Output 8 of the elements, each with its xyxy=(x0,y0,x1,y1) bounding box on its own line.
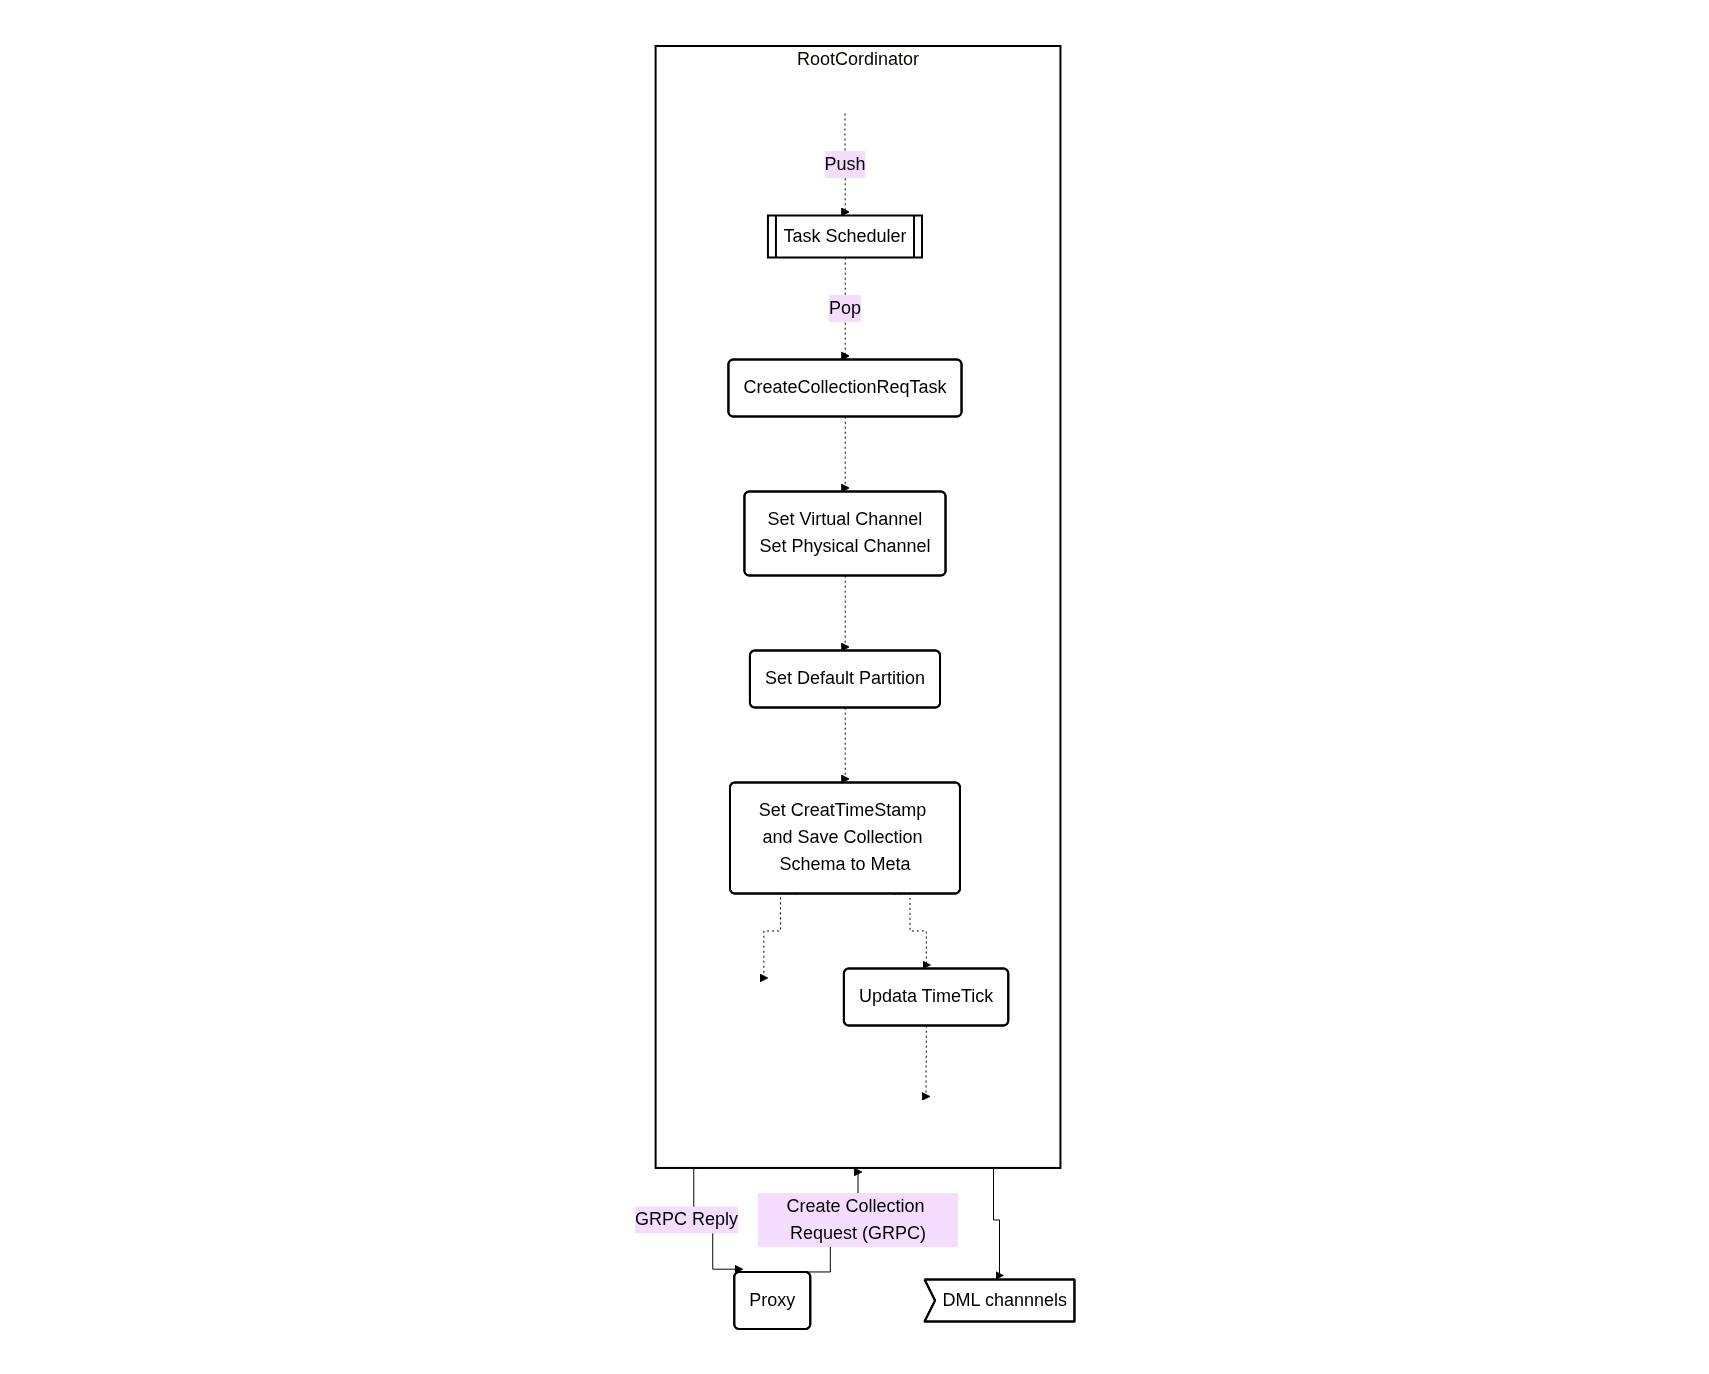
edge-label: GRPC Reply xyxy=(634,1208,738,1229)
arrow xyxy=(921,1025,931,1101)
edge-label: Create Collection Request (GRPC) xyxy=(786,1195,926,1243)
edge-label: Pop xyxy=(828,297,861,318)
arrow xyxy=(840,416,850,492)
arrow xyxy=(840,575,850,651)
edge-label: Push xyxy=(824,153,866,174)
arrow xyxy=(840,707,850,783)
